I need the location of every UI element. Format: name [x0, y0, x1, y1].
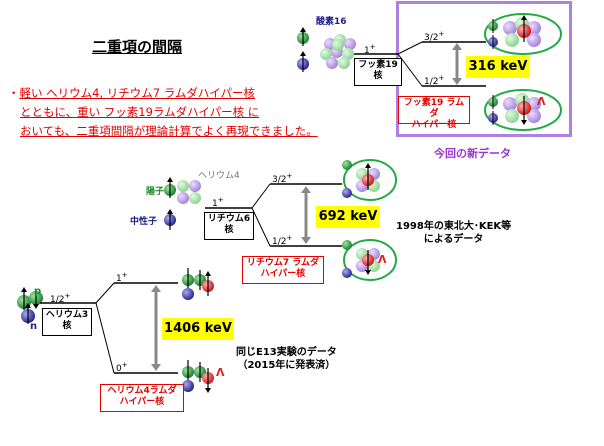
- helium4-label: ヘリウム4: [198, 171, 240, 181]
- lithium-lower-ellipse: [343, 239, 397, 281]
- lithium-source-note: 1998年の東北大･KEK等 によるデータ: [396, 221, 512, 245]
- fluorine-core-box: フッ素19 核: [354, 58, 402, 86]
- summary-line-3: おいても、二重項間隔が理論計算でよく再現できました。: [20, 124, 318, 138]
- lithium-proton-icon: [164, 177, 176, 198]
- lithium-upper-level: 3/2+: [272, 172, 293, 185]
- lithium-neutron-icon: [164, 209, 176, 230]
- helium-core-box: ヘリウム3 核: [42, 308, 92, 336]
- helium4-cluster-icon: [177, 180, 201, 204]
- fluorine-core-spin: 1+: [364, 43, 376, 56]
- summary-line-2: とともに、重い フッ素19ラムダハイパー核 に: [20, 105, 260, 119]
- lithium-energy-label: 692 keV: [316, 206, 380, 228]
- helium-source-note: 同じE13実験のデータ （2015年に発表済）: [236, 347, 337, 371]
- helium-hypernucleus-label: ヘリウム4ラムダ ハイパー核: [100, 384, 184, 412]
- fluorine-lower-ellipse: [484, 89, 562, 131]
- neutron-label: 中性子: [130, 217, 158, 227]
- fluorine-group: [297, 13, 562, 131]
- lithium-core-box: リチウム6 核: [204, 212, 254, 240]
- new-data-label: 今回の新データ: [434, 147, 511, 160]
- helium-energy-label: 1406 keV: [162, 318, 234, 340]
- summary-bullet: ・: [8, 86, 20, 100]
- lithium-lambda-symbol: Λ: [378, 253, 387, 266]
- fluorine-lower-nucleus-icon: [488, 93, 541, 125]
- lithium-upper-nucleus-icon: [342, 160, 380, 198]
- oxygen16-cluster-icon: [320, 34, 356, 69]
- lithium-core-spin: 1+: [212, 196, 224, 209]
- fluorine-hypernucleus-label: フッ素19 ラムダ ハイパー核: [398, 96, 470, 130]
- oxygen16-label: 酸素16: [316, 17, 347, 27]
- helium-lower-level: 0+: [116, 361, 128, 374]
- helium-lambda-symbol: Λ: [216, 366, 225, 379]
- fluorine-neutron-icon: [297, 51, 309, 72]
- helium-lower-nucleus-icon: [182, 360, 214, 393]
- fluorine-proton-icon: [297, 27, 309, 46]
- fluorine-energy-label: 316 keV: [466, 56, 530, 78]
- helium-upper-level: 1+: [116, 271, 128, 284]
- page-title: 二重項の間隔: [92, 38, 183, 56]
- fluorine-lambda-symbol: Λ: [537, 95, 546, 108]
- helium-upper-nucleus-icon: [182, 268, 214, 300]
- lithium-hypernucleus-label: リチウム7 ラムダ ハイパー核: [242, 256, 324, 284]
- helium-core-spin: 1/2+: [50, 292, 71, 305]
- fluorine-lower-level: 1/2+: [424, 74, 445, 87]
- helium3-cluster-icon: [17, 287, 43, 324]
- summary-text: ・軽い ヘリウム4, リチウム7 ラムダハイパー核 とともに、重い フッ素19ラ…: [8, 84, 338, 141]
- lithium-upper-ellipse: [343, 159, 397, 201]
- helium-group: [17, 268, 214, 393]
- lithium-group: [164, 159, 397, 281]
- helium-n-label: n: [30, 321, 38, 332]
- fluorine-upper-nucleus-icon: [488, 15, 541, 49]
- helium-p-label: p: [34, 286, 42, 297]
- lithium-lower-nucleus-icon: [342, 240, 380, 278]
- fluorine-upper-level: 3/2+: [424, 30, 445, 43]
- summary-line-1: 軽い ヘリウム4, リチウム7 ラムダハイパー核: [19, 86, 255, 100]
- fluorine-upper-ellipse: [484, 13, 562, 55]
- lithium-lower-level: 1/2+: [272, 234, 293, 247]
- proton-label: 陽子: [146, 187, 165, 197]
